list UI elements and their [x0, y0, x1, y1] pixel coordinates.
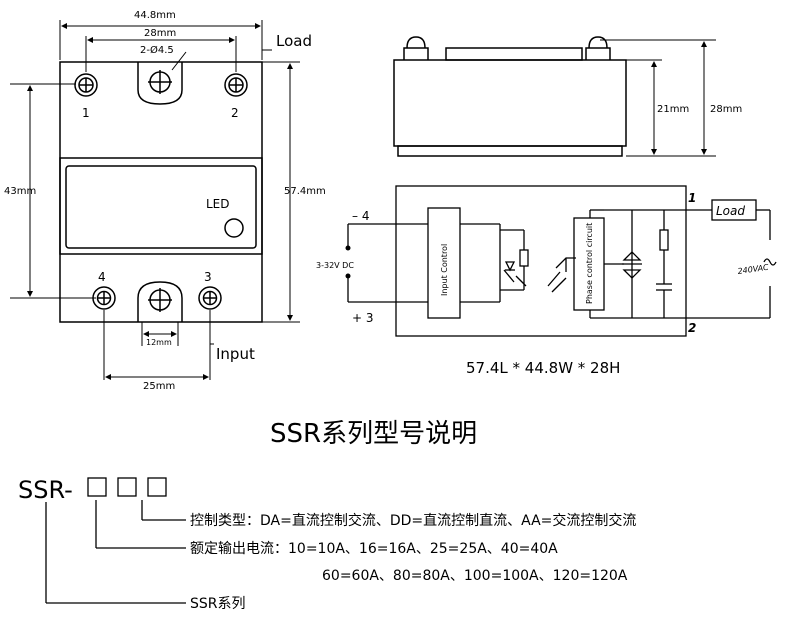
mount-hole-top — [148, 70, 172, 94]
label-plus-3: + 3 — [352, 311, 374, 325]
dim-side-28: 28mm — [710, 104, 742, 115]
label-vac: 240VAC — [737, 263, 770, 276]
label-minus-4: – 4 — [352, 209, 369, 223]
size-caption: 57.4L * 44.8W * 28H — [466, 359, 620, 377]
screw-terminal-4 — [92, 286, 116, 310]
label-led: LED — [206, 197, 230, 211]
dim-left-height: 43mm — [4, 186, 36, 197]
label-terminal-1: 1 — [82, 106, 90, 120]
mount-hole-bottom — [148, 288, 172, 312]
label-schematic-1: 1 — [688, 191, 696, 205]
circuit-schematic — [347, 185, 777, 337]
dim-hole-spacing: 28mm — [144, 28, 176, 39]
label-load: Load — [276, 32, 312, 50]
legend-current-line1: 额定输出电流：10=10A、16=16A、25=25A、40=40A — [190, 541, 558, 557]
side-view — [393, 36, 716, 157]
legend-series: SSR系列 — [190, 596, 246, 612]
label-phase-control: Phase control circuit — [585, 223, 594, 304]
dim-hole-dia: 2-Ø4.5 — [140, 44, 174, 56]
dim-side-21: 21mm — [657, 104, 689, 115]
legend-leaders — [45, 500, 186, 604]
model-code-prefix: SSR- — [18, 476, 73, 504]
label-dc-range: 3-32V DC — [316, 261, 354, 270]
label-load-box: Load — [716, 204, 745, 218]
label-input-control: Input Control — [440, 244, 449, 296]
model-code-box-type-2 — [147, 477, 167, 497]
model-code-box-current — [87, 477, 107, 497]
dc-terminal-dot-bottom — [345, 273, 351, 279]
dc-terminal-dot-top — [345, 245, 351, 251]
label-terminal-3: 3 — [204, 270, 212, 284]
legend-control-type: 控制类型：DA=直流控制交流、DD=直流控制直流、AA=交流控制交流 — [190, 512, 636, 529]
legend-current-line2: 60=60A、80=80A、100=100A、120=120A — [322, 568, 628, 584]
label-terminal-2: 2 — [231, 106, 239, 120]
front-view — [10, 20, 300, 380]
label-schematic-2: 2 — [688, 321, 696, 335]
led-indicator — [224, 218, 244, 238]
screw-terminal-2 — [224, 73, 248, 97]
dim-height: 57.4mm — [284, 186, 326, 197]
model-code-box-type-1 — [117, 477, 137, 497]
dim-width: 44.8mm — [134, 10, 176, 21]
model-title: SSR系列型号说明 — [270, 419, 477, 449]
label-input: Input — [216, 345, 255, 363]
screw-terminal-3 — [198, 286, 222, 310]
screw-terminal-1 — [74, 73, 98, 97]
dim-bottom-spacing: 25mm — [143, 381, 175, 392]
label-terminal-4: 4 — [98, 270, 106, 284]
dim-bottom-gap: 12mm — [146, 338, 172, 347]
